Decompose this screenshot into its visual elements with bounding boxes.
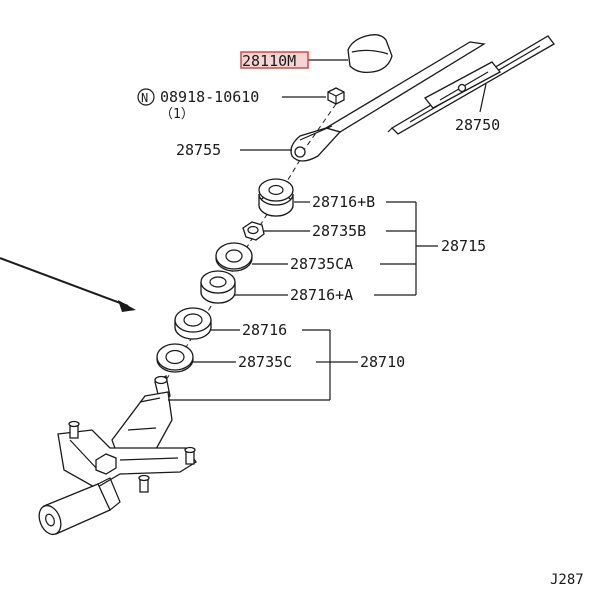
wiper-blade[interactable]	[387, 35, 555, 135]
label-nut-b[interactable]: 28735B	[312, 222, 366, 240]
label-washer-ca[interactable]: 28735CA	[290, 255, 353, 273]
centerline	[303, 103, 337, 151]
highlight-box	[240, 51, 309, 69]
label-bushing[interactable]: 28716	[242, 321, 287, 339]
page-code: J287	[550, 572, 584, 588]
bushing-b[interactable]	[258, 178, 294, 217]
leader-lines	[168, 59, 487, 401]
label-cap[interactable]: 28110M	[242, 52, 296, 70]
label-motor[interactable]: 28710	[360, 353, 405, 371]
label-washer-c[interactable]: 28735C	[238, 353, 292, 371]
n-marker-letter: N	[141, 91, 148, 105]
arm-nut[interactable]	[327, 87, 345, 105]
wiper-motor[interactable]	[35, 375, 197, 538]
label-bushing-b[interactable]: 28716+B	[312, 193, 375, 211]
bushing[interactable]	[174, 307, 212, 340]
n-marker-icon	[137, 88, 155, 106]
label-bolt-qty: （1）	[160, 107, 194, 122]
label-bushing-a[interactable]: 28716+A	[290, 286, 353, 304]
wiper-arm[interactable]	[290, 41, 486, 162]
wiper-arm-cap[interactable]	[347, 34, 393, 74]
bushing-a[interactable]	[200, 270, 236, 304]
washer-c[interactable]	[156, 343, 194, 373]
label-arm[interactable]: 28755	[176, 141, 221, 159]
washer-ca[interactable]	[215, 242, 253, 272]
label-kit[interactable]: 28715	[441, 237, 486, 255]
label-blade[interactable]: 28750	[455, 116, 500, 134]
nut-b[interactable]	[242, 221, 265, 241]
direction-arrow	[0, 257, 136, 312]
label-bolt[interactable]: 08918-10610	[160, 88, 259, 106]
